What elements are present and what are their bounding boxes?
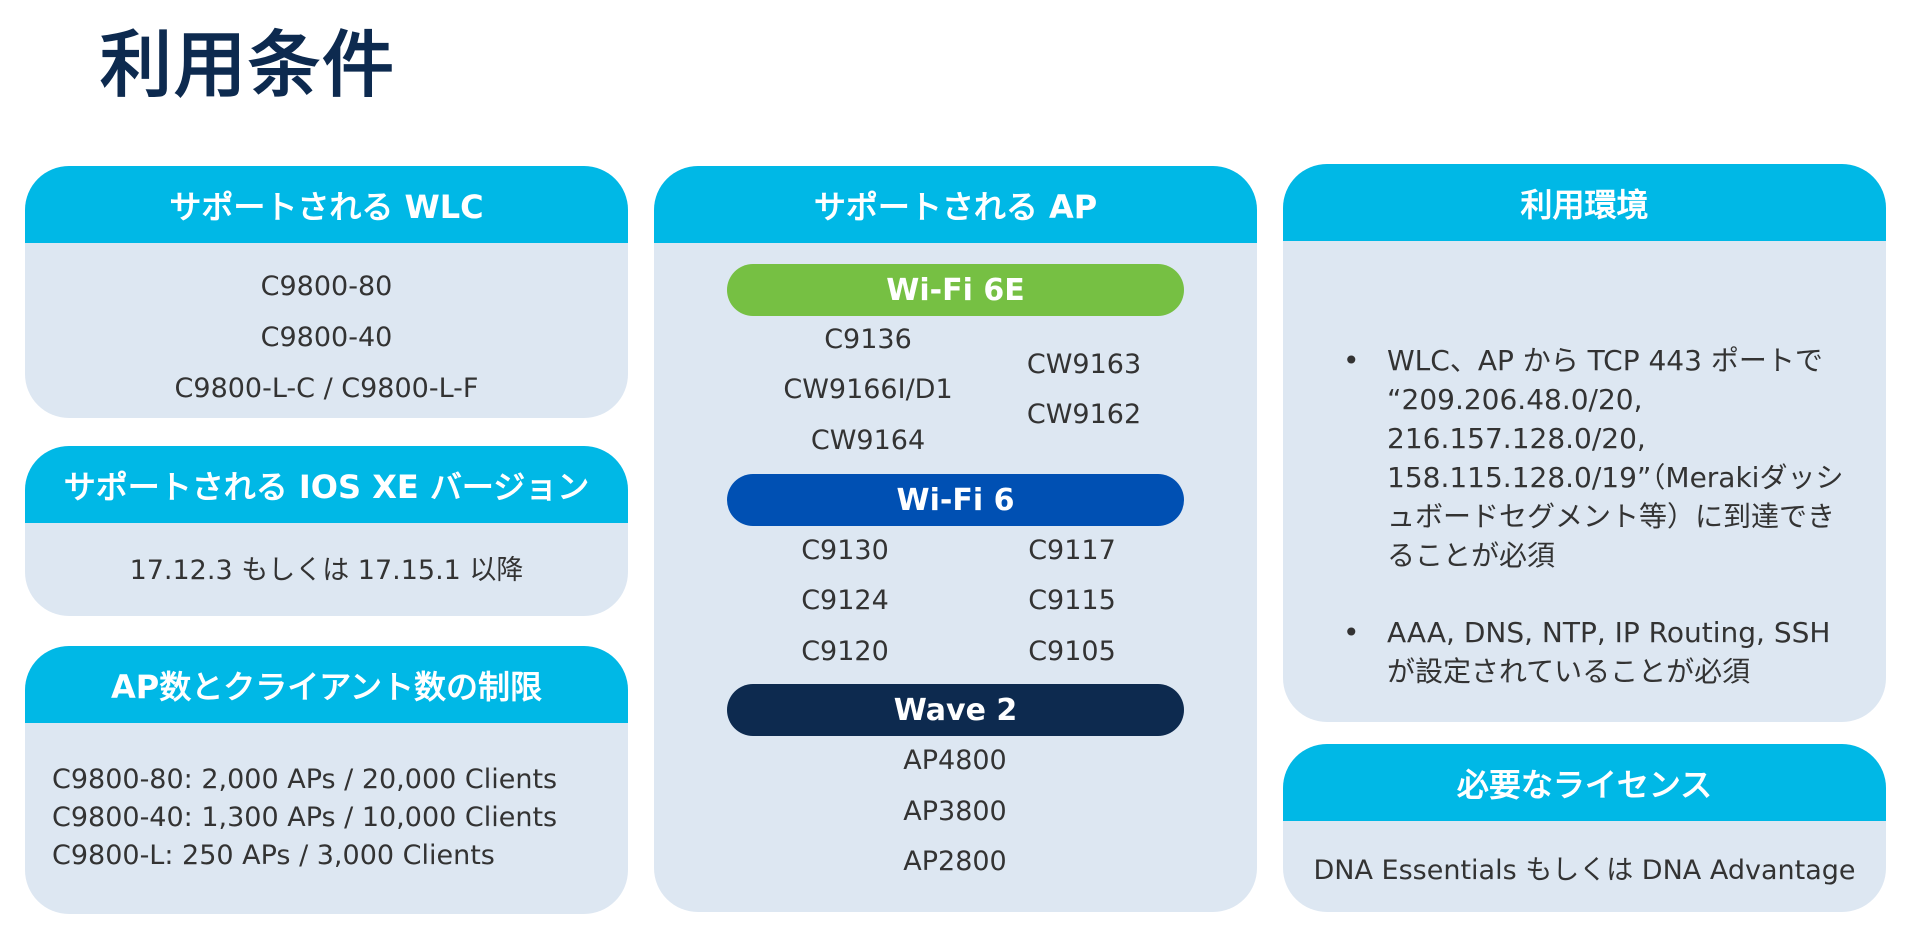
page-title: 利用条件 (100, 23, 397, 107)
bullet-icon: • (1343, 344, 1360, 377)
wifi6-ap-item: C9130 (801, 535, 889, 566)
wave2-ap-item: AP3800 (903, 796, 1007, 827)
limits-header: AP数とクライアント数の制限 (25, 646, 628, 723)
wave2-pill: Wave 2 (727, 684, 1184, 736)
wifi6-ap-item: C9115 (1028, 585, 1116, 616)
wlc-item: C9800-40 (260, 322, 393, 353)
limit-line: C9800-40: 1,300 APs / 10,000 Clients (52, 802, 558, 833)
environment-list: • WLC、AP から TCP 443 ポートで “209.206.48.0/2… (1333, 341, 1856, 691)
supported-ap-card: サポートされる AP Wi-Fi 6E C9136 CW9166I/D1 CW9… (654, 166, 1257, 912)
wave2-ap-item: AP4800 (903, 745, 1007, 776)
license-header: 必要なライセンス (1283, 744, 1886, 821)
license-text: DNA Essentials もしくは DNA Advantage (1313, 855, 1856, 886)
wifi6-ap-item: C9117 (1028, 535, 1116, 566)
environment-body: • WLC、AP から TCP 443 ポートで “209.206.48.0/2… (1283, 241, 1886, 691)
wave2-ap-item: AP2800 (903, 846, 1007, 877)
environment-card: 利用環境 • WLC、AP から TCP 443 ポートで “209.206.4… (1283, 164, 1886, 722)
limit-line: C9800-L: 250 APs / 3,000 Clients (52, 840, 495, 871)
environment-item-text: WLC、AP から TCP 443 ポートで “209.206.48.0/20,… (1387, 344, 1844, 572)
supported-ap-header: サポートされる AP (654, 166, 1257, 243)
wlc-item: C9800-L-C / C9800-L-F (174, 373, 479, 404)
license-card: 必要なライセンス DNA Essentials もしくは DNA Advanta… (1283, 744, 1886, 912)
supported-wlc-card: サポートされる WLC C9800-80 C9800-40 C9800-L-C … (25, 166, 628, 418)
wifi6e-ap-item: C9136 (824, 324, 912, 355)
supported-ios-version: 17.12.3 もしくは 17.15.1 以降 (129, 555, 524, 586)
limits-card: AP数とクライアント数の制限 C9800-80: 2,000 APs / 20,… (25, 646, 628, 914)
wifi6-pill: Wi-Fi 6 (727, 474, 1184, 526)
wifi6-ap-item: C9105 (1028, 636, 1116, 667)
environment-item: • WLC、AP から TCP 443 ポートで “209.206.48.0/2… (1333, 341, 1856, 575)
wifi6e-ap-item: CW9163 (1026, 349, 1142, 380)
wifi6-ap-item: C9120 (801, 636, 889, 667)
wifi6e-ap-item: CW9162 (1026, 399, 1142, 430)
wifi6-ap-item: C9124 (801, 585, 889, 616)
supported-ios-card: サポートされる IOS XE バージョン 17.12.3 もしくは 17.15.… (25, 446, 628, 616)
supported-wlc-header: サポートされる WLC (25, 166, 628, 243)
supported-ios-header: サポートされる IOS XE バージョン (25, 446, 628, 523)
limit-line: C9800-80: 2,000 APs / 20,000 Clients (52, 764, 558, 795)
bullet-icon: • (1343, 616, 1360, 649)
limits-list: C9800-80: 2,000 APs / 20,000 Clients C98… (25, 723, 628, 875)
environment-item-text: AAA, DNS, NTP, IP Routing, SSH が設定されているこ… (1387, 616, 1831, 688)
wifi6e-ap-item: CW9166I/D1 (783, 374, 953, 405)
wifi6e-ap-item: CW9164 (810, 425, 926, 456)
supported-wlc-list: C9800-80 C9800-40 C9800-L-C / C9800-L-F (25, 243, 628, 414)
wifi6e-pill: Wi-Fi 6E (727, 264, 1184, 316)
environment-item: • AAA, DNS, NTP, IP Routing, SSH が設定されてい… (1333, 613, 1856, 691)
wlc-item: C9800-80 (260, 271, 393, 302)
environment-header: 利用環境 (1283, 164, 1886, 241)
